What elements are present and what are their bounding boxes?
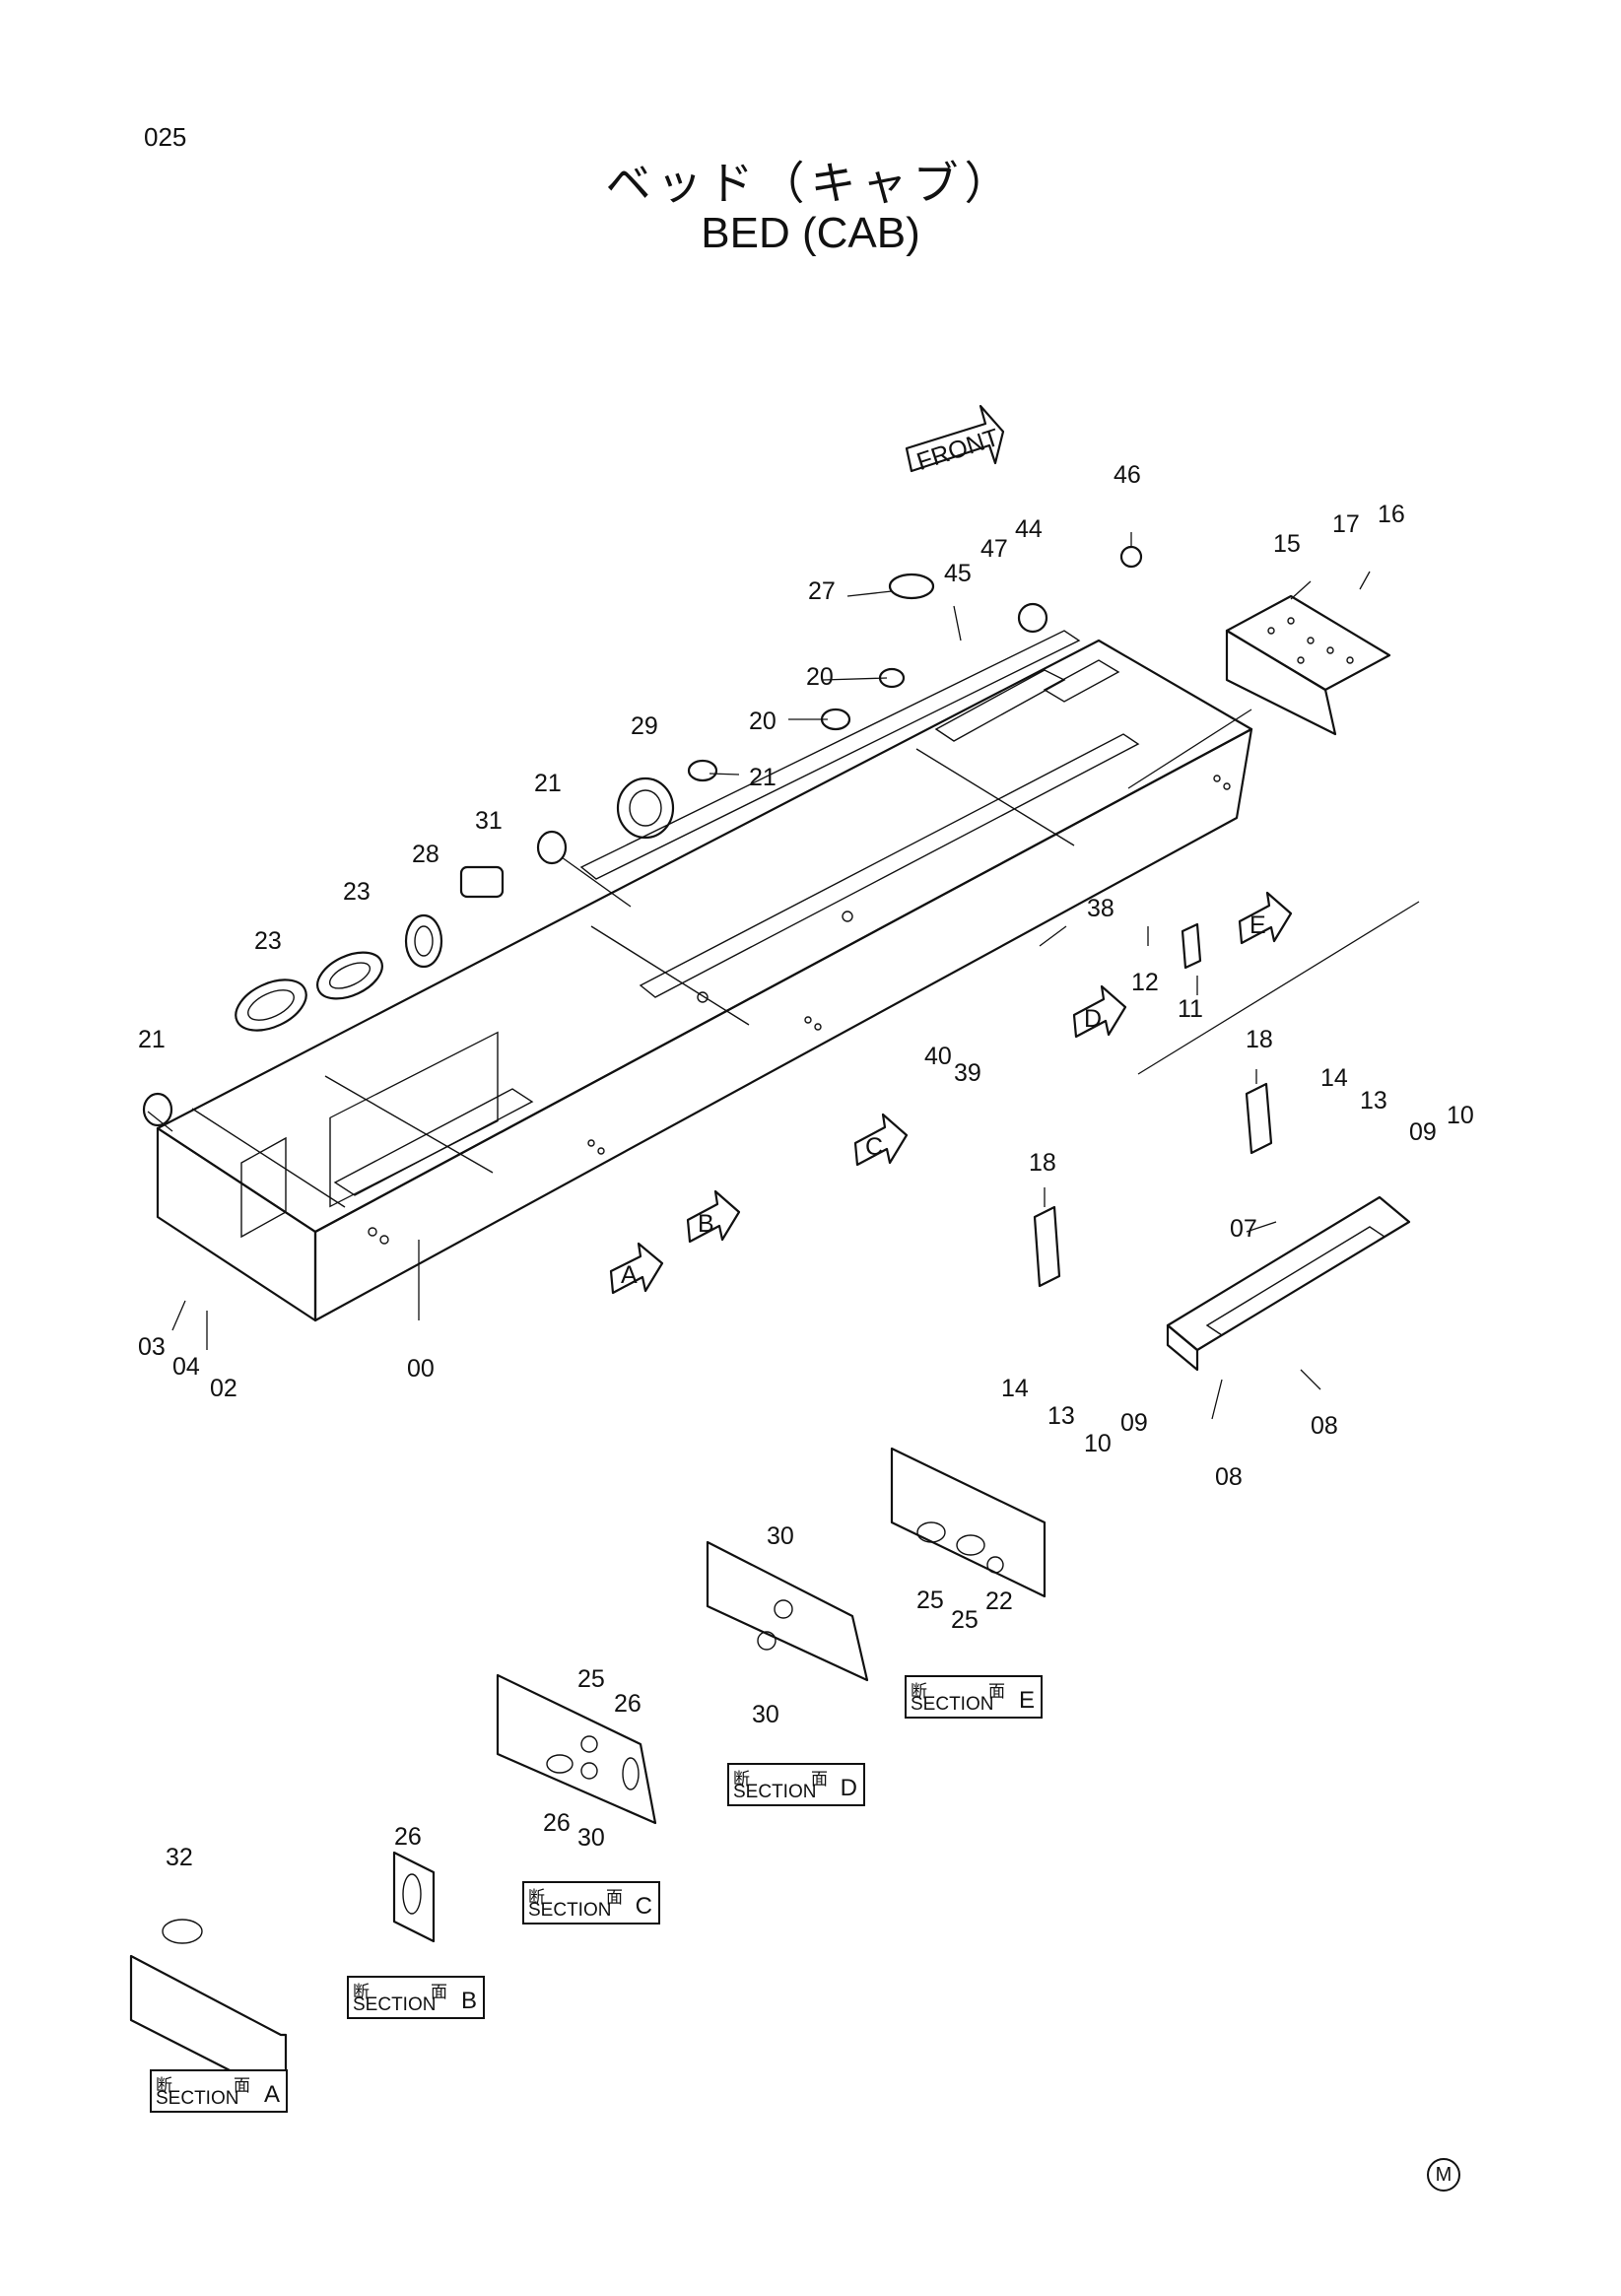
callout-40: 40 xyxy=(924,1043,952,1070)
callout-30b: 30 xyxy=(752,1701,779,1728)
callout-26c: 26 xyxy=(394,1823,422,1851)
callout-07: 07 xyxy=(1230,1215,1257,1243)
section-arrow-c: C xyxy=(853,1113,909,1167)
callout-13a: 13 xyxy=(1360,1087,1387,1114)
bed-frame xyxy=(156,630,1253,1322)
callout-30a: 30 xyxy=(767,1522,794,1550)
page-number: 025 xyxy=(144,122,187,152)
callout-20a: 20 xyxy=(806,663,834,691)
callout-08a: 08 xyxy=(1215,1463,1243,1491)
callout-21c: 21 xyxy=(138,1026,166,1053)
callout-labels: 00 02 03 04 07 08 08 09 09 10 10 11 12 1… xyxy=(138,461,1474,1871)
step xyxy=(1166,1195,1411,1372)
callout-23b: 23 xyxy=(254,927,282,955)
svg-text:C: C xyxy=(865,1133,883,1161)
callout-32: 32 xyxy=(166,1844,193,1871)
callout-27: 27 xyxy=(808,577,836,605)
callout-10a: 10 xyxy=(1447,1102,1474,1129)
svg-text:A: A xyxy=(621,1261,638,1289)
m-mark-icon: M xyxy=(1427,2158,1460,2192)
callout-26b: 26 xyxy=(543,1809,571,1837)
section-arrow-d: D xyxy=(1072,984,1127,1039)
callout-28: 28 xyxy=(412,841,439,868)
callout-26a: 26 xyxy=(614,1690,642,1718)
callout-11: 11 xyxy=(1178,995,1203,1023)
callout-23a: 23 xyxy=(343,878,371,906)
callout-21a: 21 xyxy=(749,764,777,791)
rubber-mounts xyxy=(142,545,1143,1127)
callout-17: 17 xyxy=(1332,510,1360,538)
callout-08b: 08 xyxy=(1311,1412,1338,1440)
callout-25c: 25 xyxy=(577,1665,605,1693)
callout-20b: 20 xyxy=(749,708,777,735)
svg-text:D: D xyxy=(1084,1005,1102,1033)
callout-00: 00 xyxy=(407,1355,435,1383)
floor-plate xyxy=(1225,594,1391,736)
callout-15: 15 xyxy=(1273,530,1301,558)
callout-31: 31 xyxy=(475,807,503,835)
callout-22: 22 xyxy=(985,1587,1013,1615)
callout-03: 03 xyxy=(138,1333,166,1361)
callout-25b: 25 xyxy=(951,1606,979,1634)
section-arrow-e: E xyxy=(1238,891,1293,945)
callout-46: 46 xyxy=(1114,461,1141,489)
title-english: BED (CAB) xyxy=(701,209,920,257)
callout-25a: 25 xyxy=(916,1587,944,1614)
leader-lines xyxy=(147,532,1420,1420)
callout-13b: 13 xyxy=(1047,1402,1075,1430)
callout-14a: 14 xyxy=(1320,1064,1348,1092)
callout-30c: 30 xyxy=(577,1824,605,1852)
callout-09b: 09 xyxy=(1120,1409,1148,1437)
section-arrow-a: A xyxy=(609,1242,664,1295)
title-japanese: ベッド（キャブ） xyxy=(605,158,1016,209)
section-views xyxy=(129,1447,1047,2101)
svg-text:B: B xyxy=(698,1210,714,1238)
callout-04: 04 xyxy=(172,1353,200,1381)
brackets xyxy=(1033,922,1273,1288)
front-arrow: FRONT xyxy=(905,404,1005,476)
callout-18a: 18 xyxy=(1246,1026,1273,1053)
svg-text:E: E xyxy=(1250,912,1266,939)
callout-21b: 21 xyxy=(534,770,562,797)
callout-10b: 10 xyxy=(1084,1430,1112,1457)
callout-38: 38 xyxy=(1087,895,1114,922)
callout-16: 16 xyxy=(1378,501,1405,528)
callout-39: 39 xyxy=(954,1059,981,1087)
section-arrow-b: B xyxy=(686,1189,741,1244)
callout-47: 47 xyxy=(980,535,1008,563)
callout-02: 02 xyxy=(210,1375,237,1402)
callout-45: 45 xyxy=(944,560,972,587)
callout-12: 12 xyxy=(1131,969,1159,996)
callout-29: 29 xyxy=(631,712,658,740)
callout-14b: 14 xyxy=(1001,1375,1029,1402)
callout-44: 44 xyxy=(1015,515,1043,543)
callout-18b: 18 xyxy=(1029,1149,1056,1177)
callout-09a: 09 xyxy=(1409,1118,1437,1146)
